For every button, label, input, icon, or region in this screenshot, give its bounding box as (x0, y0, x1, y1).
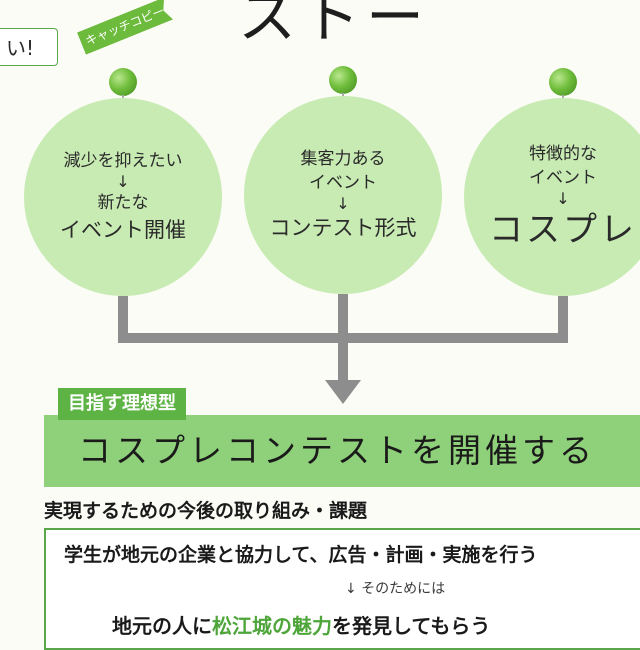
pin-icon (549, 68, 577, 96)
text-part: 地元の人に (112, 614, 212, 638)
circle-text: 集客力ある (300, 149, 386, 169)
initiatives-box (44, 528, 640, 650)
pin-icon (329, 66, 357, 94)
circle-text: イベント開催 (60, 218, 186, 242)
title-fragment: ストー (238, 0, 431, 51)
catch-copy-tag: キャッチコピー (77, 0, 173, 55)
connector-line (118, 296, 128, 340)
circle-text: イベント (309, 173, 377, 193)
circle-text: コスプレ (489, 210, 637, 250)
text-part: を発見してもらう (332, 614, 491, 638)
idea-circle-3: 特徴的な イベント ↓ コスプレ (464, 98, 640, 296)
initiative-line: 学生が地元の企業と協力して、広告・計画・実施を行う (64, 544, 538, 566)
circle-text: コンテスト形式 (269, 216, 417, 240)
pin-icon (109, 68, 137, 96)
initiatives-title: 実現するための今後の取り組み・課題 (44, 500, 368, 522)
circle-text: 特徴的な (529, 144, 597, 164)
initiative-connector-text: ↓ そのためには (345, 581, 446, 597)
initiative-line: 地元の人に松江城の魅力を発見してもらう (112, 610, 490, 639)
connector-line (118, 333, 568, 343)
connector-line (338, 294, 348, 340)
goal-band: コスプレコンテストを開催する (44, 415, 640, 487)
idea-circle-2: 集客力ある イベント ↓ コンテスト形式 (244, 96, 442, 294)
circle-text: 減少を抑えたい (63, 151, 183, 171)
down-arrow-icon: ↓ (556, 189, 570, 208)
down-arrow-icon: ↓ (116, 172, 130, 191)
connector-line (558, 296, 568, 340)
top-left-fragment: い! (0, 28, 58, 66)
goal-tag: 目指す理想型 (58, 388, 186, 420)
connector-line (338, 340, 348, 384)
highlight-text: 松江城の魅力 (212, 614, 332, 638)
down-arrow-icon: ↓ (336, 194, 350, 213)
goal-text: コスプレコンテストを開催する (78, 431, 596, 470)
idea-circle-1: 減少を抑えたい ↓ 新たな イベント開催 (24, 98, 222, 296)
circle-text: イベント (529, 168, 597, 188)
arrow-head-icon (325, 380, 361, 404)
circle-text: 新たな (97, 193, 149, 213)
